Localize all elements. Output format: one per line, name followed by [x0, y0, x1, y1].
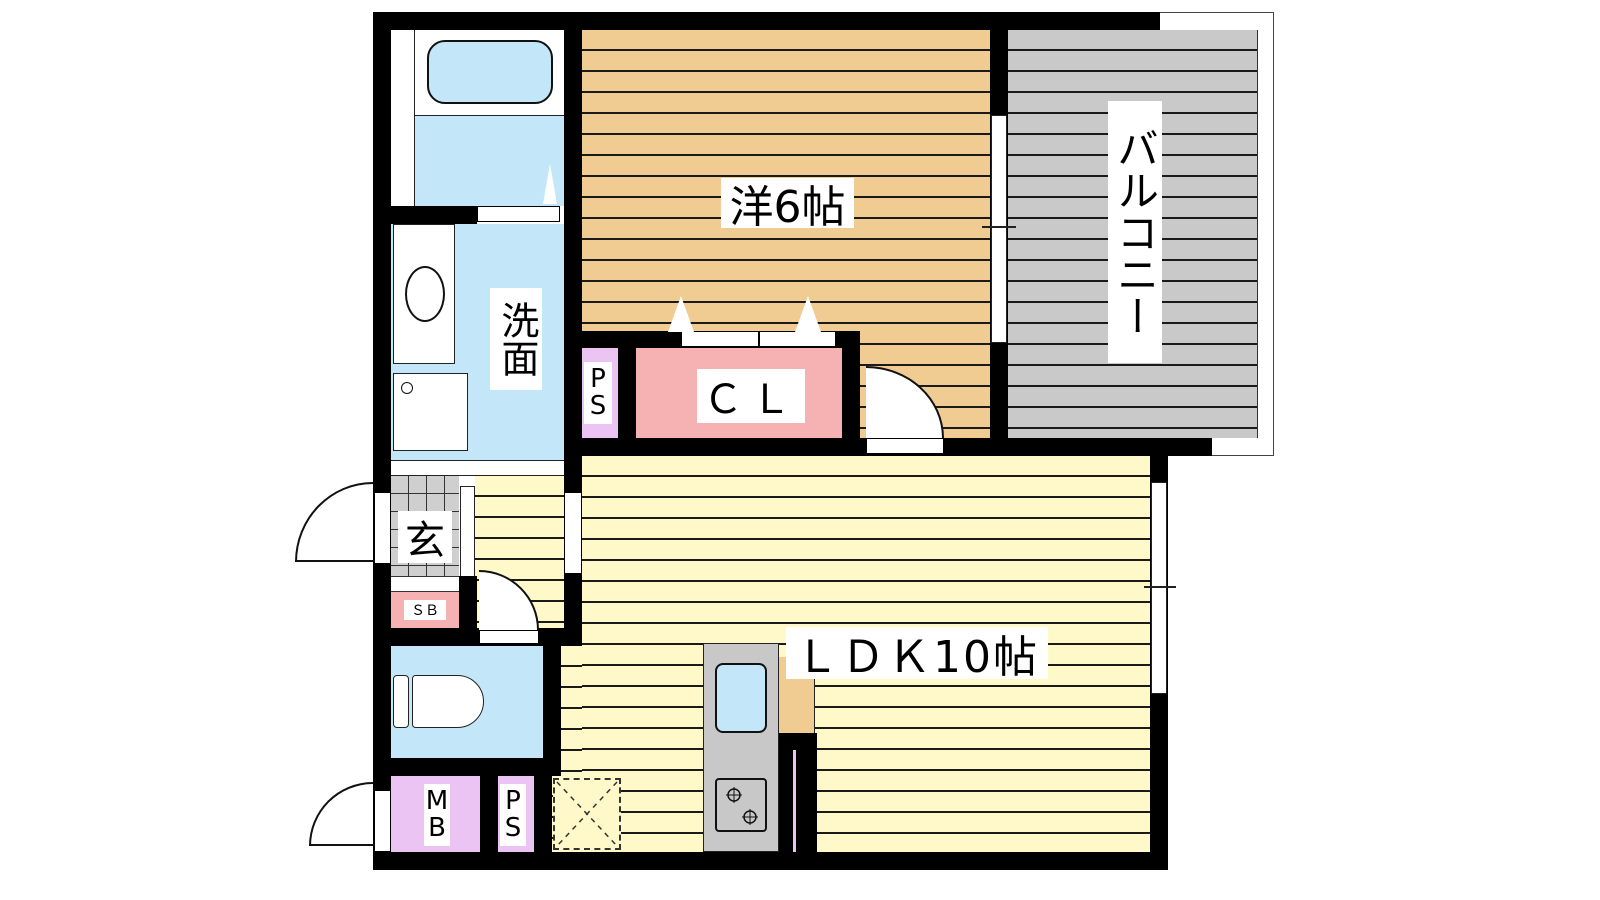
western-room-label: 洋6帖 [721, 178, 854, 233]
entrance-door-swing [295, 482, 373, 562]
meter-box-label: M B [424, 784, 450, 846]
closet-label: ＣＬ [697, 369, 805, 423]
wall-bath-western [564, 12, 582, 492]
window-mark [982, 226, 1016, 228]
stove-top [715, 778, 767, 832]
wall-bath-wash [391, 206, 477, 224]
bath-corridor [391, 30, 415, 206]
entrance-door-base [295, 560, 375, 562]
outer-wall-top [373, 12, 1160, 30]
ldk-door-leaf[interactable] [564, 492, 582, 574]
balcony-window[interactable] [991, 115, 1007, 343]
entrance-door-leaf[interactable] [374, 492, 391, 564]
closet-door-mark-right [795, 296, 821, 332]
ldk-window[interactable] [1151, 482, 1167, 694]
bathtub-basin [427, 40, 553, 104]
toilet-tank [393, 675, 409, 728]
wash-basin-bowl [405, 266, 445, 322]
mb-door-leaf[interactable] [374, 790, 391, 852]
wall-mb-ps [480, 776, 498, 852]
outer-wall-left [373, 12, 391, 870]
meter-box-label-m: M [425, 785, 449, 816]
kitchen-partition-line [793, 750, 796, 852]
pipe-space-upper-s: S [589, 391, 607, 421]
refrigerator-space [553, 778, 621, 850]
pipe-space-upper-p: P [590, 363, 606, 394]
washroom-label: 洗面 [490, 288, 542, 390]
pipe-space-lower-s: S [504, 813, 522, 843]
pipe-space-lower-p: P [505, 785, 521, 816]
mb-door-base [309, 844, 375, 846]
pipe-space-lower-label: P S [500, 784, 526, 846]
bath-door-mark [543, 164, 557, 204]
closet-door-right[interactable] [759, 331, 836, 347]
washroom-sliding-door[interactable] [391, 460, 564, 476]
mb-door-swing [309, 782, 373, 846]
outer-wall-bottom [373, 852, 1168, 870]
pipe-space-upper-label: P S [584, 362, 612, 424]
drain-circle [401, 382, 413, 394]
shoe-box-label: ＳＢ [404, 600, 446, 620]
wall-ps-ldk [534, 776, 552, 870]
wall-hall-ldk [564, 456, 582, 492]
burner-icon [726, 787, 758, 825]
closet-door-mark-left [668, 296, 694, 332]
refrigerator-x-icon [556, 781, 618, 847]
wall-toilet-right [543, 628, 561, 776]
toilet-door[interactable] [479, 630, 539, 644]
entrance-step [391, 576, 459, 592]
balcony-bottom-wall [990, 438, 1212, 456]
entrance-side-panel [460, 486, 475, 586]
balcony-label: バルコニー [1108, 101, 1162, 363]
ldk-label: ＬＤＫ10帖 [786, 627, 1048, 683]
meter-box-label-b: B [428, 813, 446, 843]
wall-toilet-bottom [373, 758, 561, 776]
toilet-bowl [412, 675, 484, 728]
closet-door-left[interactable] [681, 331, 759, 347]
ldk-window-mark [1144, 586, 1176, 588]
kitchen-sink [715, 663, 767, 733]
kitchen-partition-wall [779, 733, 817, 852]
western-door[interactable] [866, 438, 944, 454]
entrance-label: 玄 [398, 511, 452, 564]
bath-door[interactable] [477, 206, 560, 222]
